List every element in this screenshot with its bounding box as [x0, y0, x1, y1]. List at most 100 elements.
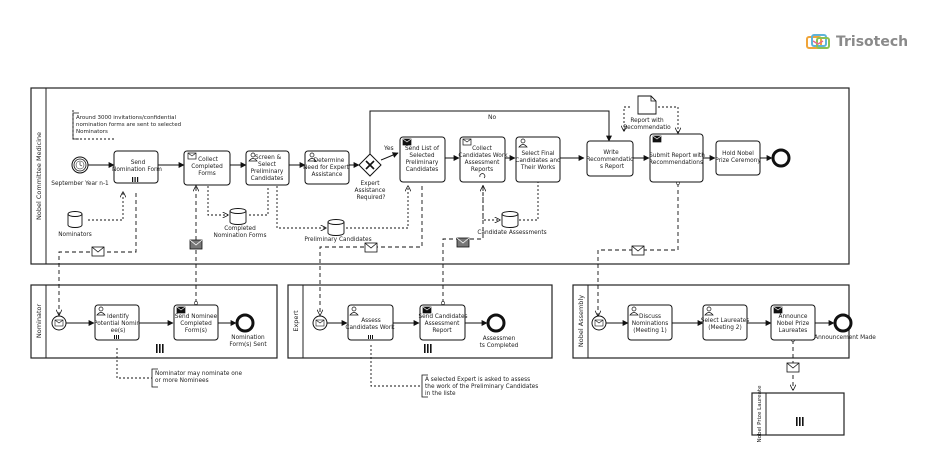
- send-message-icon: [652, 135, 662, 143]
- end-event-label: Announcement Made: [814, 335, 876, 341]
- data-associations: [72, 106, 678, 387]
- envelope-icon: [189, 239, 203, 250]
- svg-text:A selected Expert is asked to: A selected Expert is asked to assessthe …: [425, 377, 538, 397]
- send-message-icon: [176, 306, 186, 314]
- parallel-multi-marker: [114, 335, 119, 339]
- pool-label-nominator: Nominator: [35, 304, 43, 339]
- assembly-start-message[interactable]: [591, 315, 607, 331]
- flow-labels: No Yes: [383, 114, 496, 152]
- nominator-start-message[interactable]: [51, 315, 67, 331]
- end-event-committee[interactable]: [771, 148, 791, 168]
- parallel-multi-marker: [368, 335, 373, 339]
- envelope-icon: [91, 246, 105, 257]
- trisotech-logo-icon: [806, 34, 830, 49]
- svg-text:Assessments Completed: Assessments Completed: [480, 336, 519, 349]
- receive-message-icon: [187, 152, 197, 160]
- pool-label-assembly: Nobel Assembly: [577, 295, 585, 347]
- envelope-icon: [364, 242, 378, 253]
- pool-nobel-laureate: Nobel Prize Laureate: [751, 385, 845, 443]
- expert-start-message[interactable]: [312, 315, 328, 331]
- envelope-icon: [631, 245, 645, 256]
- pool-label-committee: Nobel Committee Medicine: [35, 132, 43, 220]
- svg-text:Around 3000 invitations/confid: Around 3000 invitations/confidentialnomi…: [76, 115, 181, 135]
- flow-label-no: No: [488, 114, 496, 121]
- expert-pool-multi-marker: [424, 344, 432, 353]
- pool-label-laureate: Nobel Prize Laureate: [757, 385, 763, 443]
- data-store-label: Nominators: [58, 232, 92, 238]
- assembly-end-event[interactable]: Announcement Made: [814, 313, 876, 341]
- envelope-icon: [786, 362, 800, 373]
- data-store-label: Preliminary Candidates: [304, 237, 371, 243]
- user-task-icon: [518, 138, 528, 148]
- data-store-nominators: Nominators: [58, 211, 92, 238]
- envelope-icon: [456, 237, 470, 248]
- annotation-line: Nominators: [76, 129, 108, 135]
- receive-message-icon: [462, 138, 472, 146]
- annotation-line: nomination forms are sent to selected: [76, 122, 181, 128]
- data-store-label: Candidate Assessments: [477, 230, 546, 236]
- multi-instance-marker: [796, 417, 804, 426]
- start-event-timer[interactable]: September Year n-1: [51, 156, 109, 187]
- data-store-assessments: Candidate Assessments: [477, 211, 547, 236]
- nominator-pool-multi-marker: [156, 344, 164, 353]
- message-envelopes: [91, 237, 800, 373]
- annotation-line: Around 3000 invitations/confidential: [76, 115, 177, 121]
- send-message-icon: [402, 138, 412, 146]
- user-task-icon: [629, 306, 639, 316]
- user-task-icon: [248, 152, 258, 162]
- user-task-icon: [704, 306, 714, 316]
- svg-text:Select Laureates(Meeting 2): Select Laureates(Meeting 2): [701, 318, 749, 331]
- trisotech-logo: Trisotech: [806, 30, 908, 54]
- send-message-icon: [773, 306, 783, 314]
- user-task-icon: [307, 152, 317, 162]
- loop-marker-icon: [479, 173, 486, 179]
- user-task-icon: [349, 306, 359, 316]
- send-message-icon: [422, 306, 432, 314]
- task-select-laureates[interactable]: Select Laureates(Meeting 2): [701, 304, 749, 341]
- parallel-multi-marker: [132, 177, 139, 182]
- flow-label-yes: Yes: [383, 145, 394, 152]
- user-task-icon: [96, 306, 106, 316]
